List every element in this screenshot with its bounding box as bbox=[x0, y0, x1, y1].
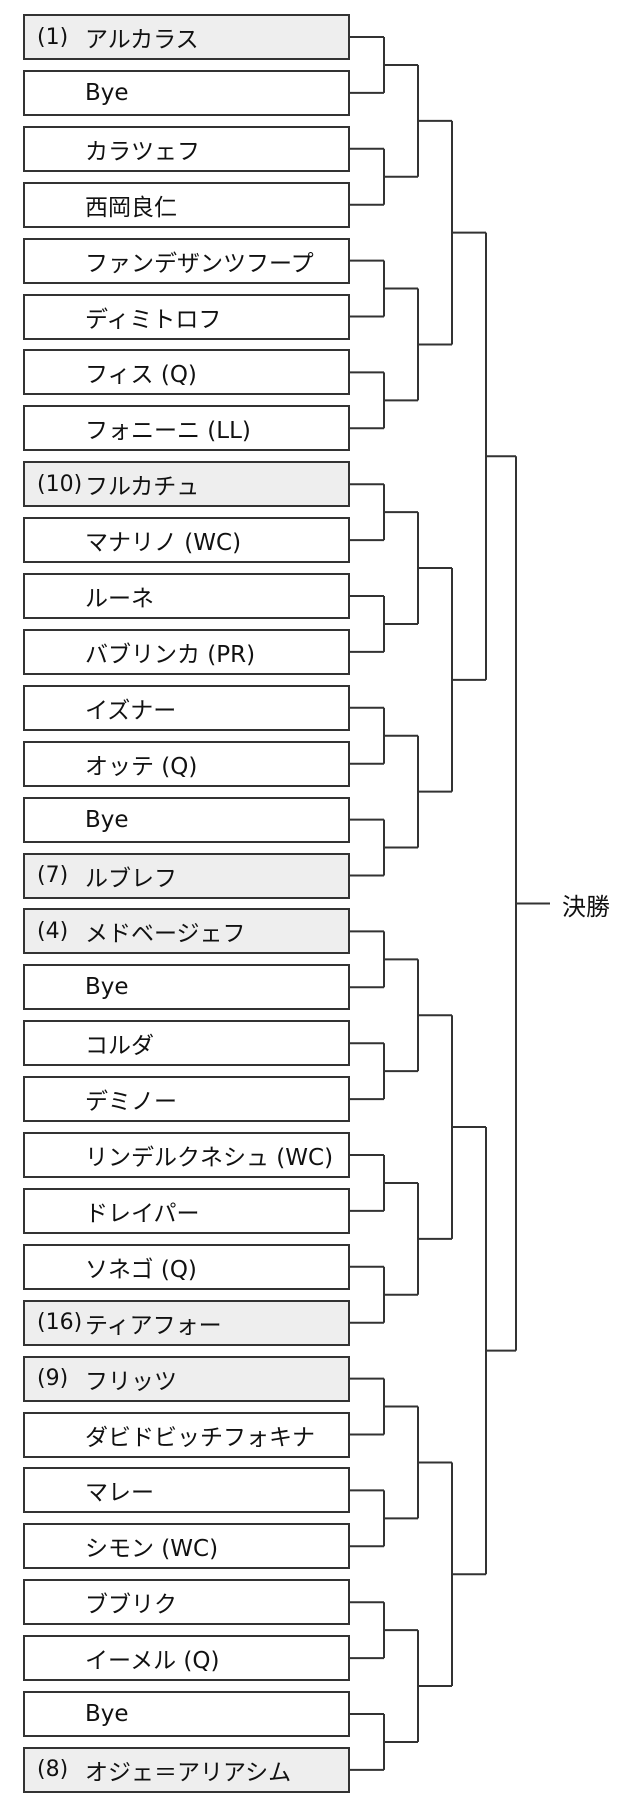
player-name: ディミトロフ bbox=[85, 306, 222, 333]
player-name: メドベージェフ bbox=[85, 921, 246, 948]
player-name: フィス (Q) bbox=[85, 362, 197, 389]
player-slot: (8) オジェ＝アリアシム bbox=[23, 1746, 350, 1793]
player-name: アルカラス bbox=[85, 27, 199, 53]
player-name: Bye bbox=[85, 806, 129, 833]
player-slot: バブリンカ (PR) bbox=[23, 628, 350, 675]
player-slot: フォニーニ (LL) bbox=[23, 405, 350, 452]
player-name: オッテ (Q) bbox=[85, 753, 198, 780]
player-name: ブブリク bbox=[85, 1592, 177, 1619]
seed-label: (4) bbox=[37, 918, 69, 944]
player-name: ルーネ bbox=[85, 586, 154, 612]
player-slot: リンデルクネシュ (WC) bbox=[23, 1132, 350, 1178]
player-slot: オッテ (Q) bbox=[23, 740, 350, 787]
player-name: 西岡良仁 bbox=[85, 194, 177, 221]
player-slot: イーメル (Q) bbox=[23, 1635, 350, 1682]
player-name: フリッツ bbox=[85, 1368, 177, 1395]
final-label: 決勝 bbox=[562, 893, 610, 921]
player-name: オジェ＝アリアシム bbox=[85, 1759, 292, 1786]
player-slot: (4) メドベージェフ bbox=[23, 908, 350, 955]
player-slot: ディミトロフ bbox=[23, 293, 350, 340]
player-name: フォニーニ (LL) bbox=[85, 418, 251, 445]
player-slot: ダビドビッチフォキナ bbox=[23, 1411, 350, 1458]
player-name: ルブレフ bbox=[85, 865, 177, 892]
player-slot: ドレイパー bbox=[23, 1187, 350, 1234]
player-slot: Bye bbox=[23, 1691, 350, 1737]
player-slot: イズナー bbox=[23, 684, 350, 731]
seed-label: (16) bbox=[37, 1310, 83, 1336]
player-name: ドレイパー bbox=[85, 1200, 200, 1227]
player-slot: 西岡良仁 bbox=[23, 181, 350, 228]
player-name: シモン (WC) bbox=[85, 1536, 219, 1563]
player-name: コルダ bbox=[85, 1033, 154, 1060]
player-slot: (1) アルカラス bbox=[23, 14, 350, 60]
player-name: イズナー bbox=[85, 697, 177, 724]
player-slot: マナリノ (WC) bbox=[23, 517, 350, 564]
seed-label: (1) bbox=[37, 24, 69, 50]
player-name: ダビドビッチフォキナ bbox=[85, 1424, 315, 1451]
player-name: リンデルクネシュ (WC) bbox=[85, 1145, 334, 1171]
player-name: ソネゴ (Q) bbox=[85, 1256, 197, 1283]
seed-label: (10) bbox=[37, 471, 83, 497]
player-name: Bye bbox=[85, 79, 129, 106]
player-name: カラツェフ bbox=[85, 138, 200, 165]
player-slot: ブブリク bbox=[23, 1579, 350, 1626]
player-slot: Bye bbox=[23, 964, 350, 1011]
player-name: デミノー bbox=[85, 1089, 177, 1116]
player-name: フルカチュ bbox=[85, 474, 200, 501]
player-slot: ソネゴ (Q) bbox=[23, 1243, 350, 1290]
player-slot: (9) フリッツ bbox=[23, 1355, 350, 1402]
player-name: イーメル (Q) bbox=[85, 1648, 220, 1675]
player-slot: (10)フルカチュ bbox=[23, 461, 350, 508]
seed-label: (9) bbox=[37, 1366, 69, 1392]
player-slot: Bye bbox=[23, 796, 350, 843]
player-name: ティアフォー bbox=[85, 1312, 222, 1339]
player-name: Bye bbox=[85, 974, 129, 1001]
player-slot: カラツェフ bbox=[23, 125, 350, 172]
player-name: Bye bbox=[85, 1701, 129, 1727]
player-slot: デミノー bbox=[23, 1076, 350, 1123]
player-slot: フィス (Q) bbox=[23, 349, 350, 396]
player-slot: ファンデザンツフープ bbox=[23, 237, 350, 284]
seed-label: (8) bbox=[37, 1757, 69, 1783]
player-name: マレー bbox=[85, 1480, 154, 1507]
player-slot: (7) ルブレフ bbox=[23, 852, 350, 899]
player-slot: ルーネ bbox=[23, 573, 350, 619]
player-name: マナリノ (WC) bbox=[85, 530, 242, 557]
player-name: ファンデザンツフープ bbox=[85, 250, 314, 277]
player-slot: (16)ティアフォー bbox=[23, 1299, 350, 1346]
player-slot: マレー bbox=[23, 1467, 350, 1514]
player-slot: シモン (WC) bbox=[23, 1523, 350, 1570]
player-name: バブリンカ (PR) bbox=[85, 641, 256, 668]
player-slot: コルダ bbox=[23, 1020, 350, 1067]
seed-label: (7) bbox=[37, 863, 69, 888]
player-slot: Bye bbox=[23, 69, 350, 116]
